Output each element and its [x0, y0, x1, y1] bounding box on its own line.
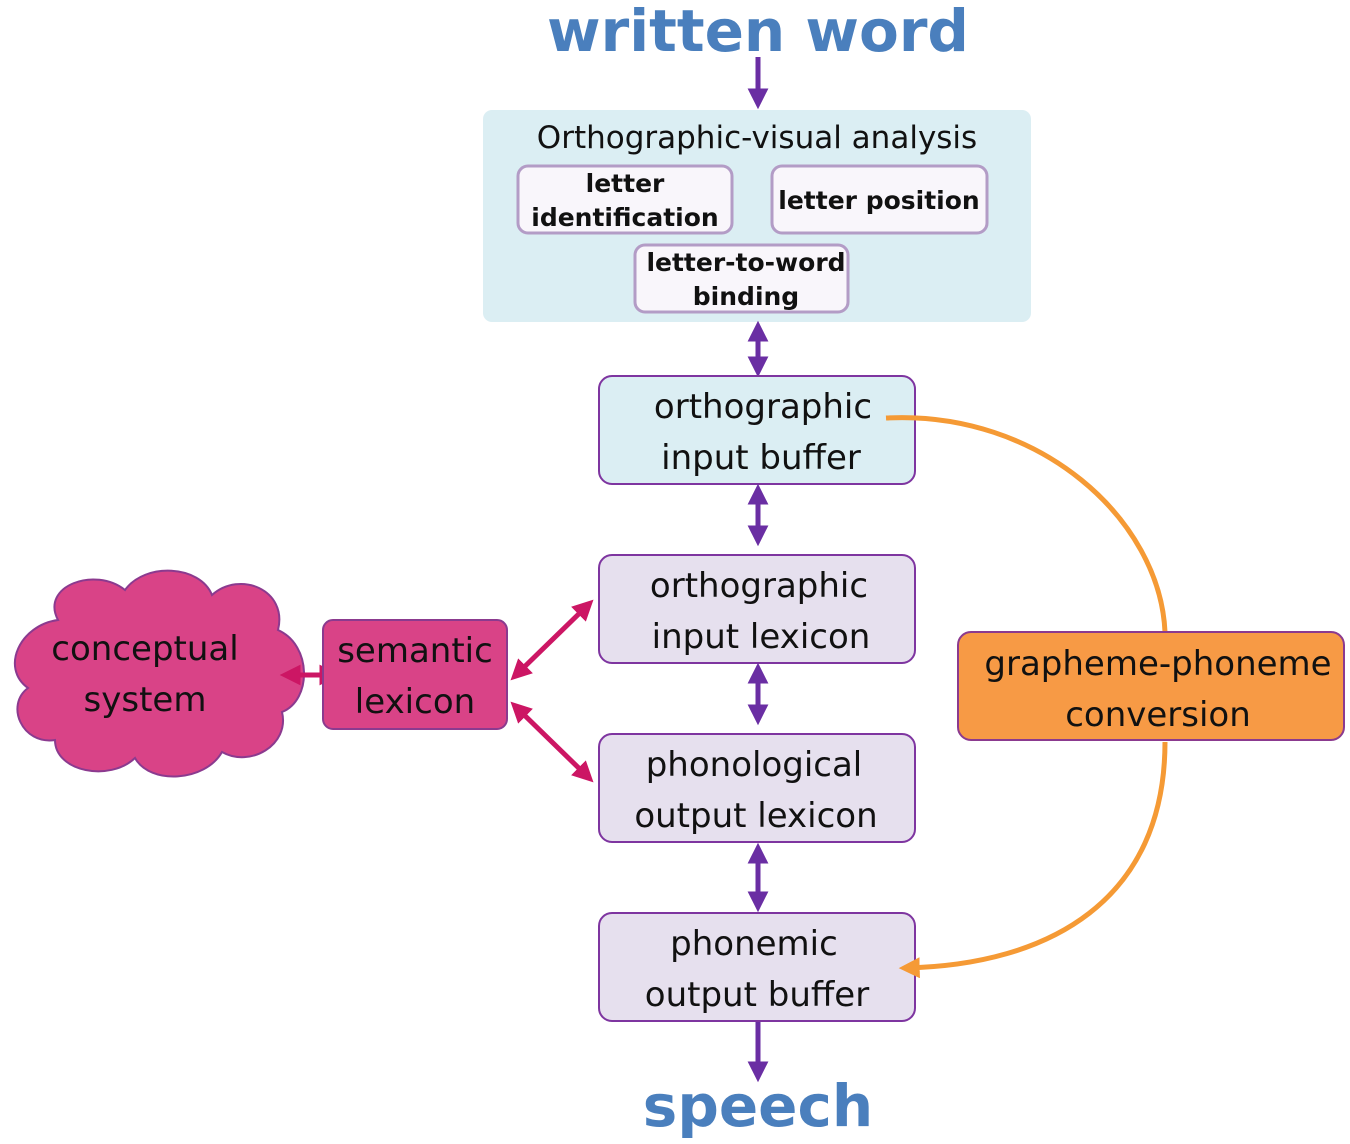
letter-position-box: letter position — [770, 164, 989, 235]
analysis-title: Orthographic-visual analysis — [537, 120, 977, 156]
letter-identification-box: letter identification — [516, 164, 734, 235]
grapheme-phoneme-conversion-box: grapheme-phoneme conversion — [957, 631, 1345, 741]
phonemic-output-buffer-line-2: output buffer — [645, 975, 869, 1015]
letter-identification-line-2: identification — [531, 203, 718, 232]
letter-position-label: letter position — [778, 186, 979, 215]
letter-identification-line-1: letter — [586, 169, 665, 198]
phonemic-output-buffer-line-1: phonemic — [670, 924, 838, 964]
orthographic-input-buffer-line-1: orthographic — [654, 387, 872, 427]
orthographic-visual-analysis-panel: Orthographic-visual analysis letter iden… — [483, 110, 1031, 322]
orthographic-input-lexicon-line-1: orthographic — [650, 566, 868, 606]
written-word-label: written word — [547, 0, 969, 65]
orthographic-input-lexicon-line-2: input lexicon — [652, 617, 871, 657]
orthographic-input-lexicon-box: orthographic input lexicon — [598, 554, 916, 664]
letter-to-word-binding-box: letter-to-word binding — [633, 243, 850, 314]
arrow-semantic-to-input-lexicon — [510, 599, 594, 681]
conceptual-system-line-1: conceptual — [51, 629, 238, 669]
orange-route-buffer-to-gpc — [885, 415, 1168, 633]
letter-to-word-binding-line-1: letter-to-word — [646, 248, 845, 277]
semantic-lexicon-line-1: semantic — [337, 631, 493, 671]
arrow-semantic-to-output-lexicon — [510, 701, 594, 783]
letter-to-word-binding-line-2: binding — [693, 282, 799, 311]
conceptual-system-cloud: conceptual system — [14, 569, 305, 778]
grapheme-phoneme-conversion-line-1: grapheme-phoneme — [984, 644, 1331, 684]
orange-route-gpc-to-output-buffer — [898, 741, 1168, 979]
phonological-output-lexicon-line-1: phonological — [646, 745, 863, 785]
phonological-output-lexicon-box: phonological output lexicon — [598, 733, 916, 843]
phonological-output-lexicon-line-2: output lexicon — [634, 796, 877, 836]
conceptual-system-line-2: system — [84, 680, 207, 720]
orthographic-input-buffer-line-2: input buffer — [661, 438, 861, 478]
semantic-lexicon-line-2: lexicon — [355, 682, 475, 722]
orthographic-input-buffer-box: orthographic input buffer — [598, 375, 916, 485]
semantic-lexicon-box: semantic lexicon — [322, 619, 508, 730]
phonemic-output-buffer-box: phonemic output buffer — [598, 912, 916, 1022]
speech-label: speech — [643, 1072, 873, 1140]
grapheme-phoneme-conversion-line-2: conversion — [1065, 695, 1251, 735]
